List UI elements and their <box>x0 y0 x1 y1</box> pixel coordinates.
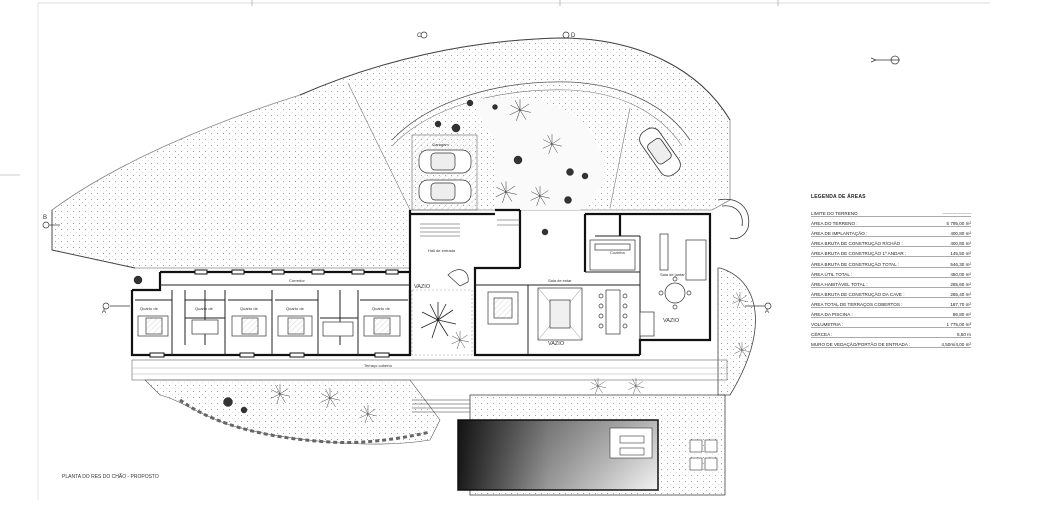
area-legend: LEGENDA DE ÁREAS LIMITE DO TERRENO — — — … <box>811 194 972 349</box>
dining-table-icon <box>598 276 692 335</box>
section-marker-a-right: A <box>765 309 769 315</box>
legend-row-value: — — — — — — <box>942 211 972 217</box>
legend-row-value: 4,50m/4,00 m² <box>941 342 971 348</box>
room-label-living: Sala de estar <box>548 278 572 283</box>
legend-row: ÁREA BRUTA DE CONSTRUÇÃO DA CAVE : 265,40… <box>811 288 971 298</box>
legend-row: ÁREA BRUTA DE CONSTRUÇÃO TOTAL : 546,30 m… <box>811 257 971 268</box>
room-label-corridor: Corredor <box>289 278 305 283</box>
legend-row: ÁREA TOTAL DE TERRAÇOS COBERTOS : 187,70 … <box>811 298 971 308</box>
legend-row: VOLUMETRIA : 1 775,00 m³ <box>811 318 971 329</box>
sunbed-icon <box>619 435 718 471</box>
legend-row: ÁREA HABITÁVEL TOTAL : 285,60 m² <box>811 278 971 288</box>
legend-row-label: CÉRCEA : <box>811 332 833 338</box>
legend-row: CÉRCEA : 6,50 m <box>811 328 971 339</box>
vazio-label: VAZIO <box>663 318 680 324</box>
east-terrace <box>717 267 756 396</box>
legend-row-value: 1 775,00 m³ <box>946 322 971 328</box>
room-label-garage: Garagem <box>432 142 449 147</box>
staircase <box>420 219 520 237</box>
legend-row-value: 187,70 m² <box>950 301 971 307</box>
legend-row: LIMITE DO TERRENO — — — — — — <box>811 207 972 218</box>
legend-row-label: ÁREA TOTAL DE TERRAÇOS COBERTOS : <box>811 301 903 307</box>
room-label: Quarto de <box>286 306 305 311</box>
legend-row: ÁREA BRUTA DE CONSTRUÇÃO R/CHÃO : 400,80 … <box>811 237 971 248</box>
legend-row-label: ÁREA HABITÁVEL TOTAL : <box>811 281 868 287</box>
section-marker-c: C <box>417 33 422 39</box>
legend-row-label: ÁREA BRUTA DE CONSTRUÇÃO R/CHÃO : <box>811 241 903 247</box>
vazio-label: VAZIO <box>414 284 431 290</box>
room-label: Quarto de <box>195 306 214 311</box>
vazio-label: VAZIO <box>548 341 565 347</box>
legend-row: ÁREA DO TERRENO : 5 795,00 m² <box>811 217 971 228</box>
legend-row-label: ÁREA DE IMPLANTAÇÃO : <box>811 231 868 237</box>
section-marker-d: D <box>571 33 576 39</box>
legend-rows: LIMITE DO TERRENO— — — — — —ÁREA DO TERR… <box>811 207 972 349</box>
room-label: Quarto de <box>240 306 259 311</box>
legend-row-label: ÁREA DA PISCINA : <box>811 312 853 318</box>
room-label-kitchen: Cozinha <box>610 250 625 255</box>
legend-row-label: ÁREA BRUTA DE CONSTRUÇÃO TOTAL : <box>811 261 900 267</box>
room-label-terrace: Terraço coberto <box>364 363 393 368</box>
legend-row-label: ÁREA BRUTA DE CONSTRUÇÃO 1º ANDAR : <box>811 251 907 257</box>
north-arrow-icon <box>870 55 900 65</box>
room-label-dining: Sala de jantar <box>660 272 685 277</box>
south-terrace <box>131 359 728 381</box>
legend-row-label: MURO DE VEDAÇÃO/PORTÃO DE ENTRADA : <box>811 342 911 348</box>
shrub-icon <box>133 99 589 414</box>
legend-row-label: VOLUMETRIA : <box>811 322 844 328</box>
section-marker-a-left: A <box>102 309 106 315</box>
legend-row: MURO DE VEDAÇÃO/PORTÃO DE ENTRADA : 4,50m… <box>811 338 971 349</box>
room-label-hall: Hall de entrada <box>428 248 456 253</box>
spiral-stair <box>717 198 750 240</box>
car-icon <box>639 127 681 177</box>
palm-tree-icon <box>270 99 751 424</box>
legend-row-label: ÁREA BRUTA DE CONSTRUÇÃO DA CAVE : <box>811 291 905 297</box>
kitchen-counter <box>589 233 707 337</box>
legend-row-value: 285,60 m² <box>950 281 971 287</box>
legend-title: LEGENDA DE ÁREAS <box>811 194 866 200</box>
garden-patch-north <box>470 97 604 210</box>
bed-icon <box>137 315 401 337</box>
legend-row-label: LIMITE DO TERRENO <box>811 211 858 217</box>
legend-row: ÁREA DA PISCINA : 86,80 m² <box>811 308 971 319</box>
sofa-icon <box>487 287 583 341</box>
room-label: Quarto de <box>140 306 159 311</box>
legend-row-value: 400,80 m² <box>950 241 971 247</box>
legend-row-value: 450,00 m² <box>950 271 971 277</box>
legend-row-label: ÁREA ÚTIL TOTAL : <box>811 271 853 277</box>
legend-row-label: ÁREA DO TERRENO : <box>811 221 858 227</box>
piano-icon <box>447 269 469 287</box>
legend-row: ÁREA BRUTA DE CONSTRUÇÃO 1º ANDAR : 145,5… <box>811 247 971 258</box>
legend-row-value: 546,30 m² <box>950 261 971 267</box>
legend-row-value: 145,50 m² <box>950 251 971 257</box>
legend-row-value: 86,80 m² <box>952 312 971 318</box>
legend-row-value: 6,50 m <box>956 332 971 338</box>
legend-row: ÁREA ÚTIL TOTAL : 450,00 m² <box>811 268 971 278</box>
section-marker-b: B <box>43 215 47 221</box>
car-icon <box>418 149 472 204</box>
legend-row-value: 5 795,00 m² <box>946 221 971 227</box>
legend-row-value: 400,80 m² <box>950 231 971 237</box>
legend-row-value: 265,40 m² <box>950 291 971 297</box>
void-courtyard <box>411 289 473 356</box>
legend-row: ÁREA DE IMPLANTAÇÃO : 400,80 m² <box>811 227 971 238</box>
room-label: Quarto de <box>372 306 391 311</box>
drawing-title: PLANTA DO RES DO CHÃO - PROPOSTO <box>62 473 159 480</box>
paved-site-area <box>51 37 731 269</box>
garden-south <box>144 379 441 445</box>
